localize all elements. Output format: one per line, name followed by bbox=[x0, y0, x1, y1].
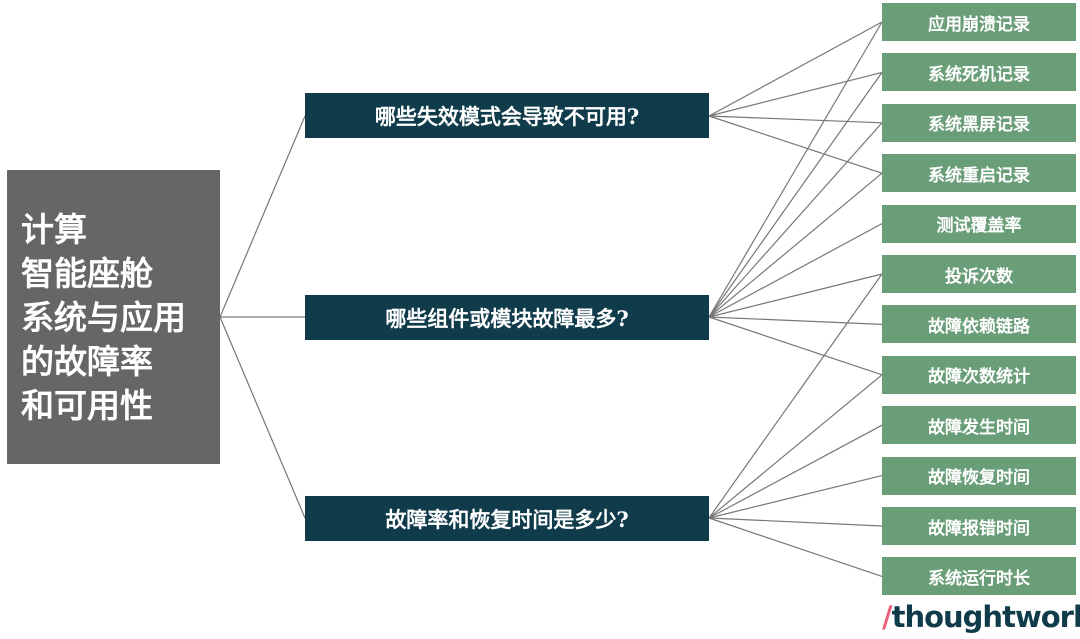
logo-slash: / bbox=[882, 600, 893, 634]
metric-box: 系统重启记录 bbox=[882, 154, 1076, 193]
metric-box: 投诉次数 bbox=[882, 255, 1076, 293]
question-failure-rate: 故障率和恢复时间是多少? bbox=[305, 496, 709, 541]
root-line: 的故障率 bbox=[21, 342, 153, 381]
root-connector bbox=[219, 316, 306, 519]
question-components: 哪些组件或模块故障最多? bbox=[305, 295, 709, 340]
root-line: 和可用性 bbox=[21, 386, 153, 425]
metric-box: 故障恢复时间 bbox=[882, 456, 1076, 495]
question-failure-modes: 哪些失效模式会导致不可用? bbox=[305, 93, 709, 138]
root-line: 智能座舱 bbox=[21, 254, 153, 293]
metric-connector bbox=[708, 517, 883, 577]
logo-text: thoughtworks bbox=[891, 600, 1080, 634]
metric-box: 故障发生时间 bbox=[882, 406, 1076, 445]
metric-connector bbox=[708, 273, 883, 519]
metric-connector bbox=[708, 172, 883, 318]
metric-connector bbox=[708, 71, 883, 117]
metric-box: 故障报错时间 bbox=[882, 507, 1076, 545]
metric-box: 系统运行时长 bbox=[882, 557, 1076, 596]
metric-connector bbox=[708, 115, 883, 124]
metric-connector bbox=[708, 115, 883, 174]
metric-connector bbox=[708, 21, 883, 318]
thoughtworks-logo: /thoughtworks bbox=[882, 600, 1080, 634]
metric-connector bbox=[708, 273, 883, 318]
root-topic: 计算 智能座舱 系统与应用 的故障率 和可用性 bbox=[7, 170, 220, 464]
root-connector bbox=[219, 115, 306, 318]
metric-box: 测试覆盖率 bbox=[882, 204, 1076, 243]
metric-box: 应用崩溃记录 bbox=[882, 3, 1076, 41]
metric-connector bbox=[708, 475, 883, 519]
root-line: 计算 bbox=[21, 210, 87, 249]
metric-connector bbox=[708, 122, 883, 318]
metric-box: 故障依赖链路 bbox=[882, 305, 1076, 344]
metric-connector bbox=[708, 316, 883, 325]
metric-connector bbox=[708, 424, 883, 519]
metric-connector bbox=[708, 223, 883, 318]
metric-connector bbox=[708, 517, 883, 527]
metric-box: 系统死机记录 bbox=[882, 53, 1076, 92]
metric-connector bbox=[708, 374, 883, 519]
root-line: 系统与应用 bbox=[21, 298, 186, 337]
metric-box: 故障次数统计 bbox=[882, 355, 1076, 394]
metric-box: 系统黑屏记录 bbox=[882, 103, 1076, 142]
metric-connector bbox=[708, 21, 883, 117]
metric-connector bbox=[708, 316, 883, 376]
metric-connector bbox=[708, 72, 883, 318]
